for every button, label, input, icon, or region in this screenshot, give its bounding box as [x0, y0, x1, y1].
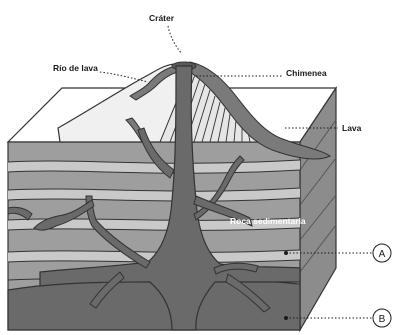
- label-lava: Lava: [342, 123, 362, 133]
- marker-b-label: B: [379, 314, 386, 325]
- label-crater: Cráter: [149, 13, 175, 23]
- label-sedimentary-rock: Roca sedimentaria: [230, 216, 306, 226]
- marker-a: A: [373, 244, 391, 262]
- pointer-dot-a: [284, 251, 288, 255]
- marker-b: B: [373, 309, 391, 327]
- label-chimney: Chimenea: [286, 68, 327, 78]
- marker-a-label: A: [379, 249, 386, 260]
- pointer-dot-b: [284, 316, 288, 320]
- label-lava-river: Río de lava: [53, 63, 98, 73]
